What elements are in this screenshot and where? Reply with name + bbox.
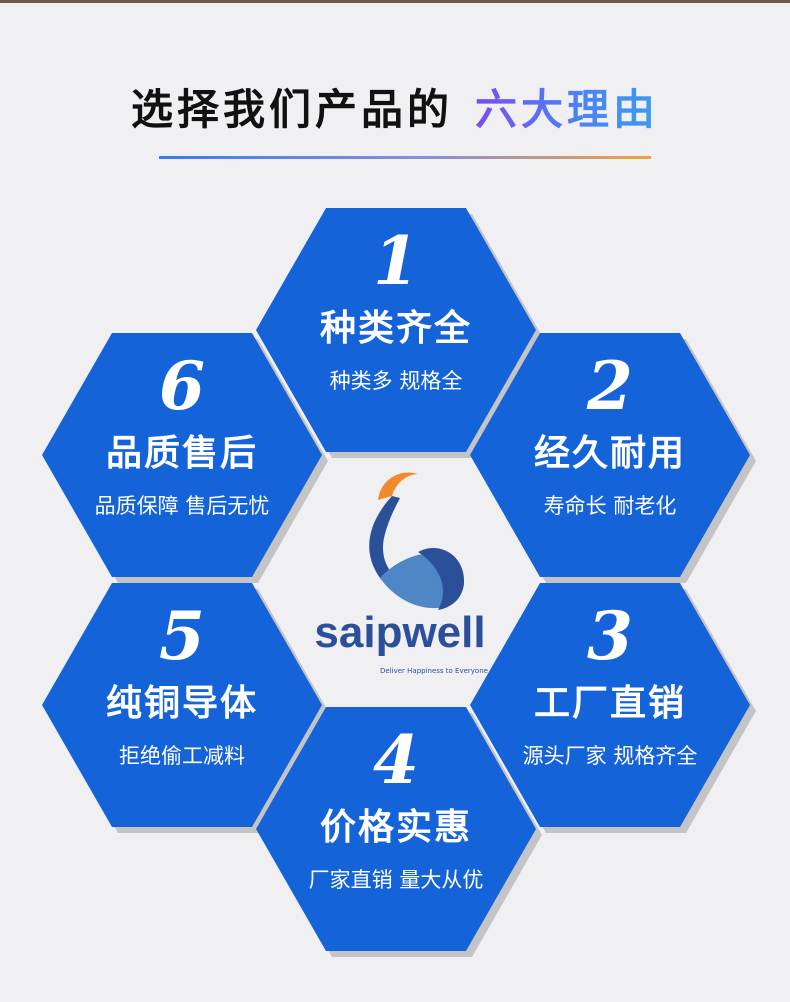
title-main: 选择我们产品的 bbox=[130, 85, 453, 134]
reason-heading: 价格实惠 bbox=[319, 807, 472, 848]
reason-heading: 经久耐用 bbox=[533, 433, 686, 474]
brand-slogan: Deliver Happiness to Everyone bbox=[380, 667, 488, 675]
reason-number: 3 bbox=[587, 597, 633, 675]
top-border bbox=[0, 0, 790, 3]
brand-logo: saipwell Deliver Happiness to Everyone bbox=[300, 460, 500, 690]
reason-number: 4 bbox=[373, 721, 419, 799]
reason-number: 5 bbox=[159, 597, 205, 675]
reason-subtext: 拒绝偷工减料 bbox=[119, 744, 245, 768]
title-underline bbox=[159, 156, 651, 159]
reason-subtext: 品质保障 售后无忧 bbox=[94, 494, 270, 518]
reason-card-5: 5 纯铜导体 拒绝偷工减料 bbox=[42, 583, 322, 827]
reason-number: 1 bbox=[373, 222, 419, 300]
reason-heading: 品质售后 bbox=[105, 433, 258, 474]
brand-name: saipwell bbox=[314, 608, 486, 657]
page-title: 选择我们产品的六大理由 bbox=[0, 76, 790, 137]
reason-card-4: 4 价格实惠 厂家直销 量大从优 bbox=[256, 707, 536, 951]
reason-number: 2 bbox=[587, 347, 633, 425]
reason-subtext: 寿命长 耐老化 bbox=[543, 494, 677, 518]
reason-number: 6 bbox=[159, 347, 205, 425]
reason-heading: 种类齐全 bbox=[319, 308, 472, 349]
reason-card-3: 3 工厂直销 源头厂家 规格齐全 bbox=[470, 583, 750, 827]
reason-heading: 纯铜导体 bbox=[105, 683, 258, 724]
reason-subtext: 种类多 规格全 bbox=[329, 369, 463, 393]
swan-logo-icon bbox=[369, 472, 465, 610]
title-accent: 六大理由 bbox=[475, 85, 660, 134]
reason-subtext: 厂家直销 量大从优 bbox=[308, 868, 484, 892]
reason-heading: 工厂直销 bbox=[533, 683, 686, 724]
reason-card-2: 2 经久耐用 寿命长 耐老化 bbox=[470, 333, 750, 577]
reason-subtext: 源头厂家 规格齐全 bbox=[522, 744, 698, 768]
